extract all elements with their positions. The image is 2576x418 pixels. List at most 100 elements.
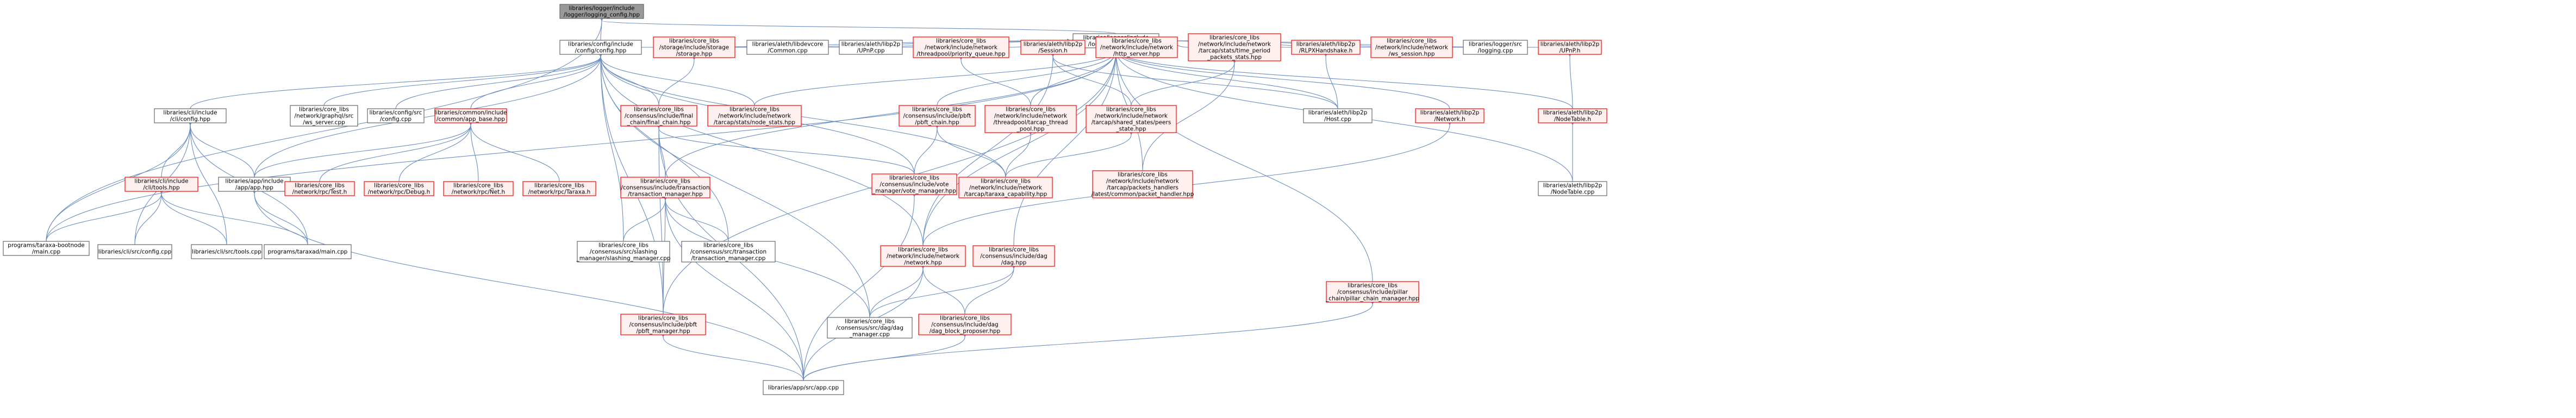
file-node-transaction-manager-hpp[interactable]: libraries/core_libs/consensus/include/tr… <box>620 177 710 198</box>
node-label-line: libraries/core_libs <box>898 247 948 253</box>
file-node-host-cpp[interactable]: libraries/aleth/libp2p/Host.cpp <box>1303 108 1373 123</box>
edge-app_hpp-to-app_base <box>254 121 473 178</box>
node-label-line: /cli/config.hpp <box>170 116 210 123</box>
node-label-line: /consensus/src/dag/dag <box>836 325 903 332</box>
file-node-final-chain[interactable]: libraries/core_libs/consensus/include/fi… <box>620 105 697 127</box>
node-box <box>264 244 352 259</box>
file-node-session-h[interactable]: libraries/aleth/libp2p/Session.h <box>1020 40 1086 55</box>
dependency-edge <box>1142 59 1237 171</box>
file-node-logging-config[interactable]: libraries/logger/include/logger/logging_… <box>559 4 644 19</box>
edge-network_hpp-to-logging <box>922 46 1118 246</box>
dependency-edge <box>657 124 664 315</box>
edge-slashing_manager-to-transaction_manager_hpp <box>623 196 668 242</box>
file-node-dag-block-proposer[interactable]: libraries/core_libs/consensus/include/da… <box>918 314 1012 335</box>
node-label-line: programs/taraxad/main.cpp <box>268 249 348 255</box>
file-node-rlpx-handshake[interactable]: libraries/aleth/libp2p/RLPXHandshake.h <box>1291 40 1361 55</box>
node-box <box>1188 33 1281 61</box>
node-label-line: /NodeTable.cpp <box>1551 189 1595 196</box>
file-node-time-period[interactable]: libraries/core_libs/network/include/netw… <box>1188 33 1281 61</box>
node-label-line: /storage/include/storage <box>659 45 729 51</box>
file-node-app-cpp[interactable]: libraries/app/src/app.cpp <box>763 380 844 395</box>
file-node-rpc-debug[interactable]: libraries/core_libs/network/rpc/Debug.h <box>364 181 434 196</box>
file-node-nodetable-h[interactable]: libraries/aleth/libp2p/NodeTable.h <box>1538 108 1607 123</box>
node-label-line: _chain/final_chain.hpp <box>627 120 691 126</box>
file-node-cli-config-cpp[interactable]: libraries/cli/src/config.cpp <box>97 244 172 259</box>
file-node-rpc-test[interactable]: libraries/core_libs/network/rpc/Test.h <box>284 181 355 196</box>
node-label-line: /tarcap/taraxa_capability.hpp <box>964 191 1047 198</box>
file-node-upnp-cpp[interactable]: libraries/aleth/libp2p/UPnP.cpp <box>839 40 903 55</box>
file-node-node-stats[interactable]: libraries/core_libs/network/include/netw… <box>707 105 802 127</box>
node-label-line: libraries/aleth/libp2p <box>1543 110 1602 116</box>
node-box <box>97 244 172 259</box>
edge-host_cpp-to-rlpx_handshake <box>1324 53 1338 109</box>
file-node-devcore-common[interactable]: libraries/aleth/libdevcore/Common.cpp <box>746 40 829 55</box>
node-label-line: /threadpool/priority_queue.hpp <box>916 51 1006 58</box>
file-node-network-hpp[interactable]: libraries/core_libs/network/include/netw… <box>880 245 966 267</box>
file-node-peers-state[interactable]: libraries/core_libs/network/include/netw… <box>1086 105 1177 133</box>
dependency-edge <box>598 53 755 106</box>
dependency-edge <box>623 196 668 242</box>
file-node-pillar-chain-manager[interactable]: libraries/core_libs/consensus/include/pi… <box>1325 281 1419 303</box>
file-node-dag-hpp[interactable]: libraries/core_libs/consensus/include/da… <box>972 245 1055 267</box>
edge-app_hpp-to-config_hpp <box>254 53 603 178</box>
file-node-storage-hpp[interactable]: libraries/core_libs/storage/include/stor… <box>653 36 735 58</box>
edge-graphql_ws-to-config_hpp <box>323 53 603 106</box>
dependency-edge <box>922 46 1118 246</box>
node-label-line: libraries/aleth/libp2p <box>841 41 901 48</box>
file-node-config-cpp[interactable]: libraries/config/src/config.cpp <box>367 108 425 123</box>
file-node-nodetable-cpp[interactable]: libraries/aleth/libp2p/NodeTable.cpp <box>1538 181 1607 196</box>
file-node-pbft-manager[interactable]: libraries/core_libs/consensus/include/pb… <box>620 314 706 335</box>
edge-taraxa_capability-to-pbft_chain <box>935 124 1006 178</box>
node-label-line: libraries/core_libs <box>669 38 719 45</box>
node-label-line: /consensus/include/final <box>625 113 693 120</box>
node-label-line: /storage.hpp <box>676 51 713 58</box>
edge-nodetable_h-to-logging <box>1114 46 1573 109</box>
node-label-line: /NodeTable.h <box>1554 116 1591 123</box>
dependency-edge <box>959 56 1031 106</box>
file-node-config-hpp[interactable]: libraries/config/include/config/config.h… <box>559 40 642 55</box>
file-node-cli-tools[interactable]: libraries/cli/include/cli/tools.hpp <box>124 177 198 192</box>
file-node-cli-tools-cpp[interactable]: libraries/cli/src/tools.cpp <box>191 244 263 259</box>
file-node-upnp-h[interactable]: libraries/aleth/libp2p/UPnP.h <box>1538 40 1602 55</box>
file-node-priority-queue[interactable]: libraries/core_libs/network/include/netw… <box>913 36 1009 58</box>
file-node-network-h[interactable]: libraries/aleth/libp2p/Network.h <box>1415 108 1485 123</box>
file-node-rpc-taraxa[interactable]: libraries/core_libs/network/rpc/Taraxa.h <box>522 181 596 196</box>
node-box <box>1370 36 1453 58</box>
file-node-ws-session[interactable]: libraries/core_libs/network/include/netw… <box>1370 36 1453 58</box>
node-box <box>839 40 903 55</box>
file-node-taraxa-capability[interactable]: libraries/core_libs/network/include/netw… <box>958 177 1053 198</box>
file-node-http-server[interactable]: libraries/core_libs/network/include/netw… <box>1095 36 1178 58</box>
node-label-line: libraries/cli/src/config.cpp <box>98 249 172 255</box>
file-node-dag-manager-cpp[interactable]: libraries/core_libs/consensus/src/dag/da… <box>827 317 913 339</box>
node-label-line: libraries/core_libs <box>1387 38 1437 45</box>
file-node-transaction-manager-cpp[interactable]: libraries/core_libs/consensus/src/transa… <box>681 241 776 263</box>
dependency-edge <box>937 46 1118 106</box>
file-node-rpc-net[interactable]: libraries/core_libs/network/rpc/Net.h <box>443 181 514 196</box>
file-node-graphql-ws[interactable]: libraries/core_libs/network/graphql/src/… <box>290 105 358 127</box>
file-node-tarcap-thread-pool[interactable]: libraries/core_libs/network/include/netw… <box>984 105 1077 133</box>
dependency-edge <box>1114 46 1338 109</box>
edge-pbft_chain-to-logging <box>937 46 1118 106</box>
dependency-edge <box>657 124 666 178</box>
file-node-packet-handler[interactable]: libraries/core_libs/network/include/netw… <box>1091 170 1194 198</box>
file-node-slashing-manager[interactable]: libraries/core_libs/consensus/src/slashi… <box>576 241 671 263</box>
file-node-pbft-chain[interactable]: libraries/core_libs/consensus/include/pb… <box>899 105 976 127</box>
node-label-line: /network/include/network <box>925 45 998 51</box>
edge-rpc_debug-to-app_base <box>398 121 473 182</box>
file-node-vote-manager[interactable]: libraries/core_libs/consensus/include/vo… <box>871 173 957 195</box>
node-label-line: /network/rpc/Net.h <box>452 189 505 196</box>
node-label-line: libraries/aleth/libp2p <box>1540 41 1600 48</box>
dependency-edge <box>1131 59 1237 106</box>
file-node-logging-cpp[interactable]: libraries/logger/src/logging.cpp <box>1463 40 1528 55</box>
file-node-app-base[interactable]: libraries/common/include/common/app_base… <box>434 108 507 123</box>
file-node-bootnode-main[interactable]: programs/taraxa-bootnode/main.cpp <box>3 241 90 256</box>
edge-node_stats-to-logging <box>754 46 1118 106</box>
file-node-taraxad-main[interactable]: programs/taraxad/main.cpp <box>264 244 352 259</box>
node-label-line: /tarcap/stats/time_period <box>1199 48 1270 54</box>
node-box <box>681 241 776 263</box>
dependency-edge <box>190 53 603 109</box>
node-box <box>1463 40 1528 55</box>
file-node-app-hpp[interactable]: libraries/app/include/app/app.hpp <box>218 177 291 192</box>
node-label-line: libraries/core_libs <box>534 183 584 189</box>
file-node-cli-config[interactable]: libraries/cli/include/cli/config.hpp <box>154 108 227 123</box>
